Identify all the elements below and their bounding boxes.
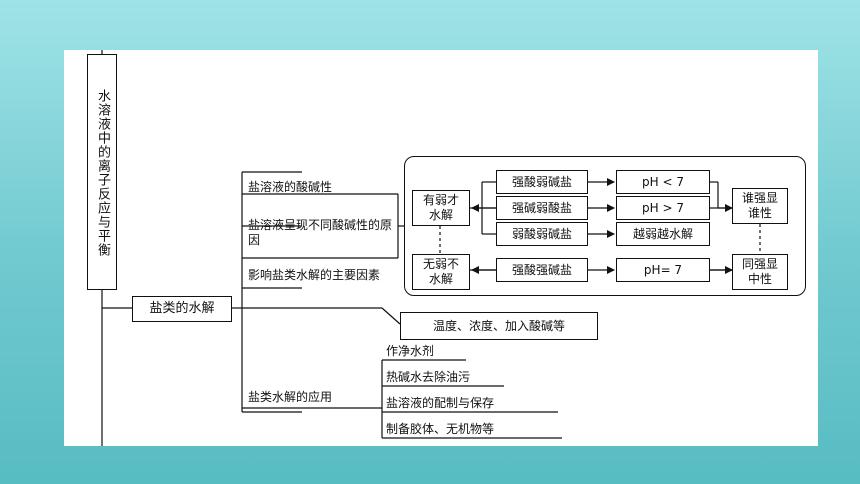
factors-detail: 温度、浓度、加入酸碱等 <box>432 319 565 333</box>
salt-label-4: 强酸强碱盐 <box>511 263 572 277</box>
branch-reason: 盐溶液呈现不同酸碱性的原因 <box>248 218 393 247</box>
ph-label-3: 越弱越水解 <box>632 227 693 241</box>
hydrolysis-rules-box <box>404 156 806 296</box>
salt-box-1: 强酸弱碱盐 <box>496 170 588 194</box>
salt-box-4: 强酸强碱盐 <box>496 258 588 282</box>
diagram-title: 水溶液中的离子反应与平衡 <box>95 89 110 257</box>
main-node-label: 盐类的水解 <box>149 301 215 316</box>
ph-box-3: 越弱越水解 <box>616 222 710 246</box>
salt-box-2: 强碱弱酸盐 <box>496 196 588 220</box>
diagram-title-box: 水溶液中的离子反应与平衡 <box>87 54 117 290</box>
branch-application: 盐类水解的应用 <box>248 390 333 404</box>
rule-right-bottom-box: 同强显中性 <box>732 254 788 290</box>
rule-right-bottom: 同强显中性 <box>741 257 778 286</box>
ph-label-2: pH > 7 <box>642 201 684 215</box>
slide-content: 水溶液中的离子反应与平衡 盐类的水解 盐溶液的酸碱性 盐溶液呈现不同酸碱性的原因… <box>64 50 818 446</box>
salt-box-3: 弱酸弱碱盐 <box>496 222 588 246</box>
application-1: 作净水剂 <box>386 344 435 358</box>
rule-left-bottom: 无弱不水解 <box>422 257 459 286</box>
rule-right-top: 谁强显谁性 <box>741 191 778 220</box>
rule-left-top-box: 有弱才水解 <box>412 190 470 226</box>
main-node-box: 盐类的水解 <box>132 296 232 322</box>
rule-left-top: 有弱才水解 <box>422 193 459 222</box>
rule-left-bottom-box: 无弱不水解 <box>412 254 470 290</box>
ph-box-2: pH > 7 <box>616 196 710 220</box>
salt-label-1: 强酸弱碱盐 <box>511 175 572 189</box>
branch-acid-base: 盐溶液的酸碱性 <box>248 180 333 194</box>
application-2: 热碱水去除油污 <box>386 370 471 384</box>
ph-label-1: pH < 7 <box>642 175 684 189</box>
ph-box-4: pH= 7 <box>616 258 710 282</box>
rule-right-top-box: 谁强显谁性 <box>732 188 788 224</box>
salt-label-3: 弱酸弱碱盐 <box>511 227 572 241</box>
application-4: 制备胶体、无机物等 <box>386 422 495 436</box>
ph-label-4: pH= 7 <box>643 263 683 277</box>
branch-factors: 影响盐类水解的主要因素 <box>248 268 381 282</box>
application-3: 盐溶液的配制与保存 <box>386 396 495 410</box>
connector-lines <box>101 50 761 446</box>
factors-detail-box: 温度、浓度、加入酸碱等 <box>400 312 598 340</box>
ph-box-1: pH < 7 <box>616 170 710 194</box>
salt-label-2: 强碱弱酸盐 <box>511 201 572 215</box>
